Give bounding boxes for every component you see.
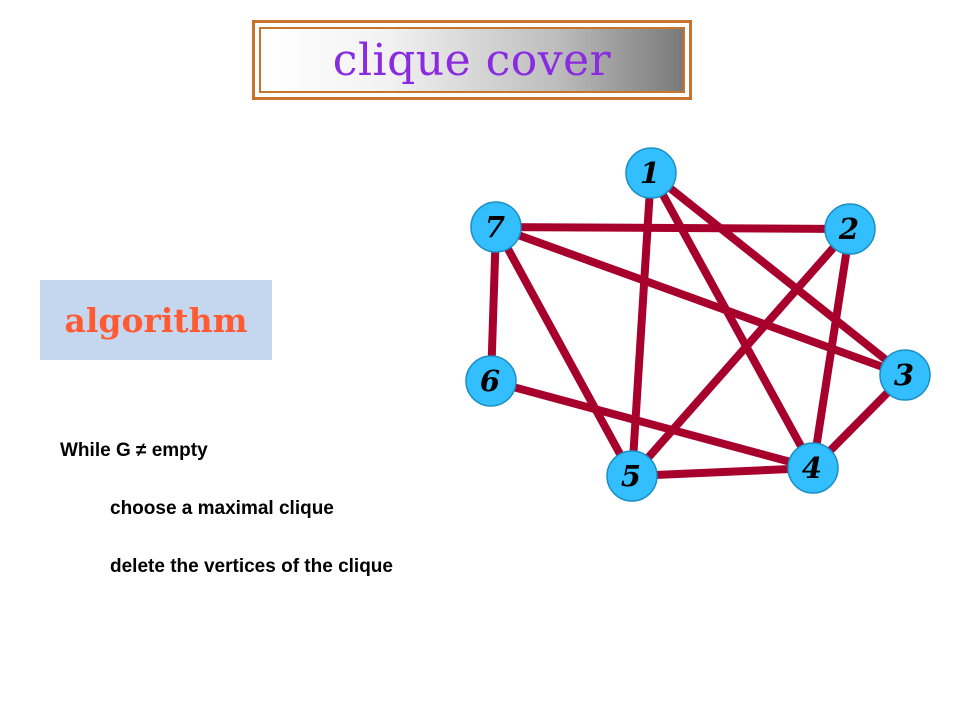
edge-1-3 bbox=[648, 169, 908, 379]
algorithm-step-delete: delete the vertices of the clique bbox=[110, 556, 393, 577]
algorithm-label: algorithm bbox=[64, 300, 248, 340]
edge-1-5 bbox=[628, 172, 655, 477]
vertex-5: 5 bbox=[606, 450, 658, 502]
algorithm-step-choose: choose a maximal clique bbox=[110, 498, 334, 519]
graph-nodes: 1 2 3 4 5 6 7 bbox=[465, 147, 931, 502]
vertex-label: 5 bbox=[621, 459, 641, 493]
title-banner: clique cover bbox=[259, 27, 685, 93]
edge-6-4 bbox=[489, 377, 815, 472]
vertex-label: 3 bbox=[894, 358, 914, 392]
vertex-circle bbox=[879, 349, 931, 401]
vertex-label: 1 bbox=[640, 156, 660, 190]
vertex-circle bbox=[625, 147, 677, 199]
page-title: clique cover bbox=[332, 34, 612, 86]
edge-5-4 bbox=[631, 464, 814, 480]
edge-7-5 bbox=[492, 225, 636, 478]
vertex-circle bbox=[824, 203, 876, 255]
vertex-label: 7 bbox=[485, 210, 505, 244]
vertex-label: 4 bbox=[802, 451, 822, 485]
vertex-circle bbox=[606, 450, 658, 502]
vertex-circle bbox=[465, 355, 517, 407]
vertex-7: 7 bbox=[470, 201, 522, 253]
edge-7-2 bbox=[495, 223, 851, 233]
vertex-circle bbox=[470, 201, 522, 253]
vertex-6: 6 bbox=[465, 355, 517, 407]
vertex-label: 6 bbox=[480, 364, 500, 398]
vertex-4: 4 bbox=[787, 442, 839, 494]
edge-2-5 bbox=[629, 226, 853, 479]
algorithm-step-while: While G ≠ empty bbox=[60, 440, 208, 461]
vertex-label: 2 bbox=[838, 212, 859, 246]
edge-7-3 bbox=[494, 223, 907, 379]
title-frame: clique cover bbox=[252, 20, 692, 100]
vertex-circle bbox=[787, 442, 839, 494]
algorithm-label-box: algorithm bbox=[40, 280, 272, 360]
edge-1-4 bbox=[647, 171, 817, 470]
vertex-3: 3 bbox=[879, 349, 931, 401]
vertex-2: 2 bbox=[824, 203, 876, 255]
edge-2-4 bbox=[809, 228, 854, 469]
vertex-1: 1 bbox=[625, 147, 677, 199]
